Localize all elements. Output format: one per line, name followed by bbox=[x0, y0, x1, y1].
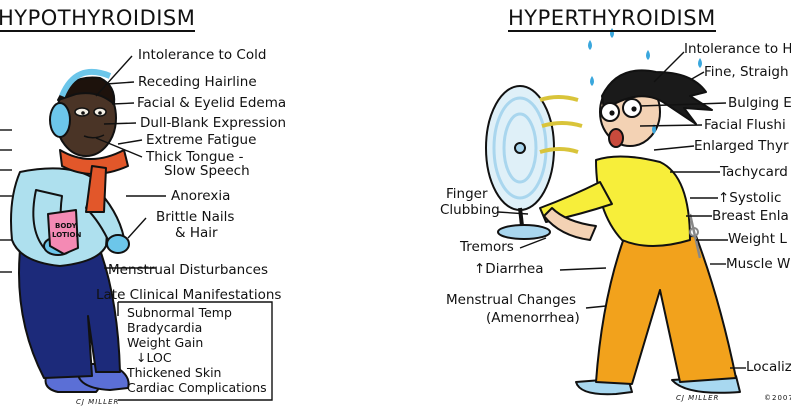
fan bbox=[485, 85, 583, 240]
left-scarf bbox=[59, 149, 129, 175]
label-thick-tongue: Thick Tongue - bbox=[146, 149, 244, 165]
label-slow-speech: Slow Speech bbox=[164, 163, 250, 179]
label-extreme-fatigue: Extreme Fatigue bbox=[146, 132, 257, 148]
hypothyroid-figure bbox=[10, 69, 130, 393]
label-and-hair: & Hair bbox=[175, 225, 218, 241]
right-forearm bbox=[543, 207, 597, 241]
lotion-text-2: LOTION bbox=[52, 231, 82, 239]
hypothyroidism-title: HYPOTHYROIDISM bbox=[0, 6, 196, 32]
label-amenorrhea: (Amenorrhea) bbox=[486, 310, 580, 326]
late-item-cardiac-complications: Cardiac Complications bbox=[127, 380, 267, 395]
late-manifestations-heading: Late Clinical Manifestations bbox=[96, 287, 282, 303]
hyperthyroid-figure bbox=[539, 69, 741, 396]
earmuff-left bbox=[49, 102, 71, 138]
lotion-text-1: BODY bbox=[55, 222, 77, 230]
copyright: ©2007 bbox=[764, 394, 791, 402]
fan-hub bbox=[514, 142, 526, 154]
earmuff-band bbox=[59, 69, 112, 98]
late-item-bradycardia: Bradycardia bbox=[127, 320, 203, 335]
late-item-thickened-skin: Thickened Skin bbox=[127, 365, 222, 380]
label-localized: Localiz bbox=[746, 359, 791, 375]
label-weight-loss: Weight L bbox=[728, 231, 787, 247]
label-muscle-wasting: Muscle W bbox=[726, 256, 791, 272]
fan-stand bbox=[518, 207, 524, 227]
label-finger: Finger bbox=[446, 186, 488, 202]
label-breast-enlargement: Breast Enla bbox=[712, 208, 789, 224]
right-shirt bbox=[595, 155, 691, 247]
label-dull-blank-expression: Dull-Blank Expression bbox=[140, 115, 287, 131]
late-item-subnormal-temp: Subnormal Temp bbox=[127, 305, 232, 320]
right-signature: CJ MILLER bbox=[676, 394, 720, 402]
label-menstrual-changes: Menstrual Changes bbox=[446, 292, 576, 308]
label-facial-eyelid-edema: Facial & Eyelid Edema bbox=[137, 95, 287, 111]
label-intolerance-cold: Intolerance to Cold bbox=[138, 47, 267, 63]
left-mitten-right bbox=[106, 234, 130, 254]
left-scarf-tail bbox=[85, 165, 107, 213]
right-pants bbox=[595, 235, 737, 385]
left-signature: CJ MILLER bbox=[76, 398, 120, 406]
hypothyroidism-title-text: HYPOTHYROIDISM bbox=[0, 6, 196, 30]
hypo-leader-lines bbox=[0, 55, 273, 401]
late-item-loc: ↓LOC bbox=[136, 350, 172, 365]
label-tremors: Tremors bbox=[460, 239, 514, 255]
label-brittle-nails: Brittle Nails bbox=[156, 209, 235, 225]
label-anorexia: Anorexia bbox=[171, 188, 231, 204]
right-mouth bbox=[608, 128, 624, 148]
hyper-leader-lines bbox=[497, 51, 746, 369]
label-fine-straight-hair: Fine, Straigh bbox=[704, 64, 789, 80]
right-hair bbox=[601, 69, 713, 125]
label-diarrhea: ↑Diarrhea bbox=[474, 261, 544, 277]
label-tachycardia: Tachycard bbox=[720, 164, 788, 180]
label-bulging-eyes: Bulging E bbox=[728, 95, 791, 111]
label-menstrual-disturbances: Menstrual Disturbances bbox=[108, 262, 268, 278]
label-systolic: ↑Systolic bbox=[718, 190, 782, 206]
late-item-weight-gain: Weight Gain bbox=[127, 335, 204, 350]
label-intolerance-heat: Intolerance to H bbox=[684, 41, 791, 57]
fan-base bbox=[497, 224, 551, 240]
label-facial-flushing: Facial Flushi bbox=[704, 117, 786, 133]
label-clubbing: Clubbing bbox=[440, 202, 500, 218]
label-enlarged-thyroid: Enlarged Thyr bbox=[694, 138, 789, 154]
hyperthyroidism-title: HYPERTHYROIDISM bbox=[508, 6, 716, 32]
label-receding-hairline: Receding Hairline bbox=[138, 74, 257, 90]
left-pants bbox=[18, 249, 121, 379]
hyperthyroidism-title-text: HYPERTHYROIDISM bbox=[508, 6, 716, 30]
sweat-drops bbox=[588, 28, 702, 134]
body-lotion-bottle bbox=[47, 209, 79, 255]
